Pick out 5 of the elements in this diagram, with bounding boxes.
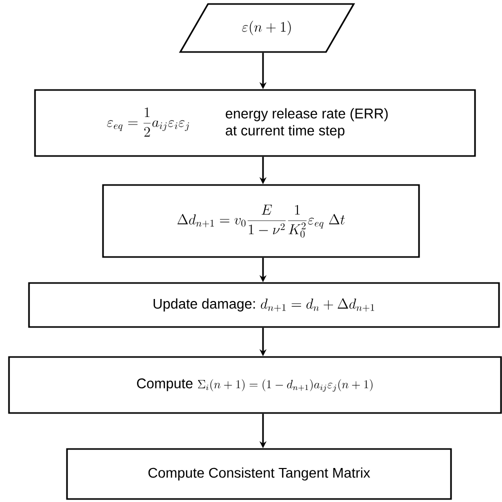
process-box: Compute $\Sigma_i(n+1) = (1-d_{n+1}) a_{ij}\varepsilon_j(n+1)$ [8, 356, 502, 414]
process-box: Update damage: $d_{n+1} = d_n + \Delta d_{n+1}$ [28, 282, 500, 328]
process-box: $\varepsilon_{eq} = \frac{1}{2} a_{ij}\varepsilon_i\varepsilon_j$ energy release rate (ERR) at current time step [34, 89, 476, 157]
process-box: Compute Consistent Tangent Matrix [66, 448, 452, 500]
process-box: $\Delta d_{n+1} = v_0 \frac{E}{1-\nu^2}\frac{1}{K_0^2}\varepsilon_{eq}\;\Delta t$ [102, 184, 420, 258]
